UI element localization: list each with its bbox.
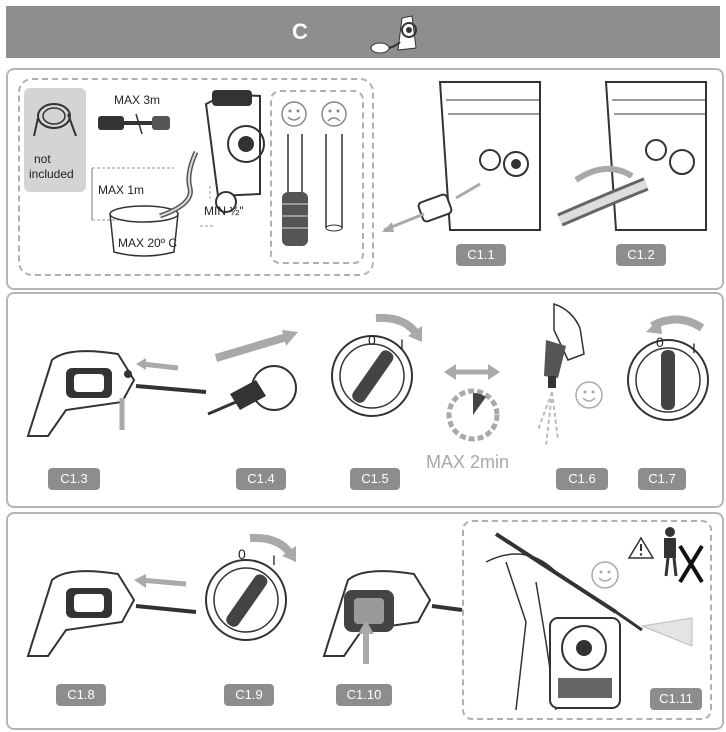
happy-face-icon xyxy=(281,101,307,127)
not-included-line-1: not xyxy=(34,152,51,166)
garden-hose-coil-icon xyxy=(33,103,77,137)
timer-clock-icon xyxy=(446,388,500,442)
hose-with-filter-icon xyxy=(282,134,308,246)
c1-7-switch-off-dial xyxy=(627,315,709,421)
c1-1-inlet-connection-illustration xyxy=(382,81,541,232)
no-spraying-people-icon xyxy=(664,527,704,584)
c1-7-on-mark: I xyxy=(692,340,696,356)
c1-11-operator-spraying-illustration xyxy=(485,532,693,711)
c1-5-switch-on-dial xyxy=(331,313,422,417)
step-badge-c1-11: C1.11 xyxy=(650,688,702,710)
min-height-dashed-guide xyxy=(200,186,214,227)
not-included-line-2: included xyxy=(29,167,74,181)
step-badge-c1-9: C1.9 xyxy=(224,684,274,706)
c1-5-off-mark: 0 xyxy=(368,332,376,348)
filter-comparison-dashed-frame xyxy=(270,90,364,264)
step-badge-c1-7: C1.7 xyxy=(638,468,686,490)
not-included-box xyxy=(24,88,86,192)
step-badge-c1-5: C1.5 xyxy=(350,468,400,490)
panel-water-connection xyxy=(6,68,724,290)
double-arrow-icon xyxy=(444,364,500,380)
height-marker-lines xyxy=(91,167,174,221)
c1-10-trigger-press-illustration xyxy=(322,570,463,664)
step-badge-c1-6: C1.6 xyxy=(556,468,608,490)
c1-11-dashed-frame xyxy=(462,520,712,720)
c1-9-off-mark: 0 xyxy=(238,546,246,562)
c1-7-off-mark: 0 xyxy=(656,334,664,350)
max-1m-label: MAX 1m xyxy=(98,183,145,197)
section-letter: C xyxy=(292,19,308,44)
step-badge-c1-8: C1.8 xyxy=(56,684,106,706)
suction-hose-icon xyxy=(98,113,170,135)
step-badge-c1-10: C1.10 xyxy=(336,684,392,706)
pressure-washer-hose-reel-icon xyxy=(370,15,417,54)
c1-8-gun-disconnect-illustration xyxy=(26,570,197,657)
c1-6-spray-illustration xyxy=(537,302,585,447)
c1-9-on-mark: I xyxy=(272,552,276,568)
c1-11-happy-face-icon xyxy=(591,561,619,589)
warning-triangle-icon xyxy=(627,536,655,559)
c1-9-switch-on-dial xyxy=(205,533,296,641)
c1-5-on-mark: I xyxy=(400,336,404,352)
c1-2-hose-attached-illustration xyxy=(557,81,707,231)
step-badge-c1-4: C1.4 xyxy=(236,468,286,490)
min-half-inch-label: MIN ½" xyxy=(204,204,244,218)
step-badge-c1-3: C1.3 xyxy=(48,468,100,490)
c1-6-happy-face-icon xyxy=(575,381,603,409)
c1-4-plug-in-illustration xyxy=(207,330,298,416)
hose-without-filter-icon xyxy=(325,134,343,232)
sad-face-icon xyxy=(321,101,347,127)
step-badge-c1-1: C1.1 xyxy=(456,244,506,266)
max-3m-label: MAX 3m xyxy=(114,93,161,107)
step-badge-c1-2: C1.2 xyxy=(616,244,666,266)
pressure-washer-with-suction-hose xyxy=(159,90,265,219)
section-header: C xyxy=(6,6,720,58)
max-2min-label: MAX 2min xyxy=(426,452,510,472)
c1-3-gun-connect-illustration xyxy=(26,350,207,437)
water-supply-dashed-frame xyxy=(18,78,374,276)
max-temperature-label: MAX 20º C xyxy=(118,236,178,250)
